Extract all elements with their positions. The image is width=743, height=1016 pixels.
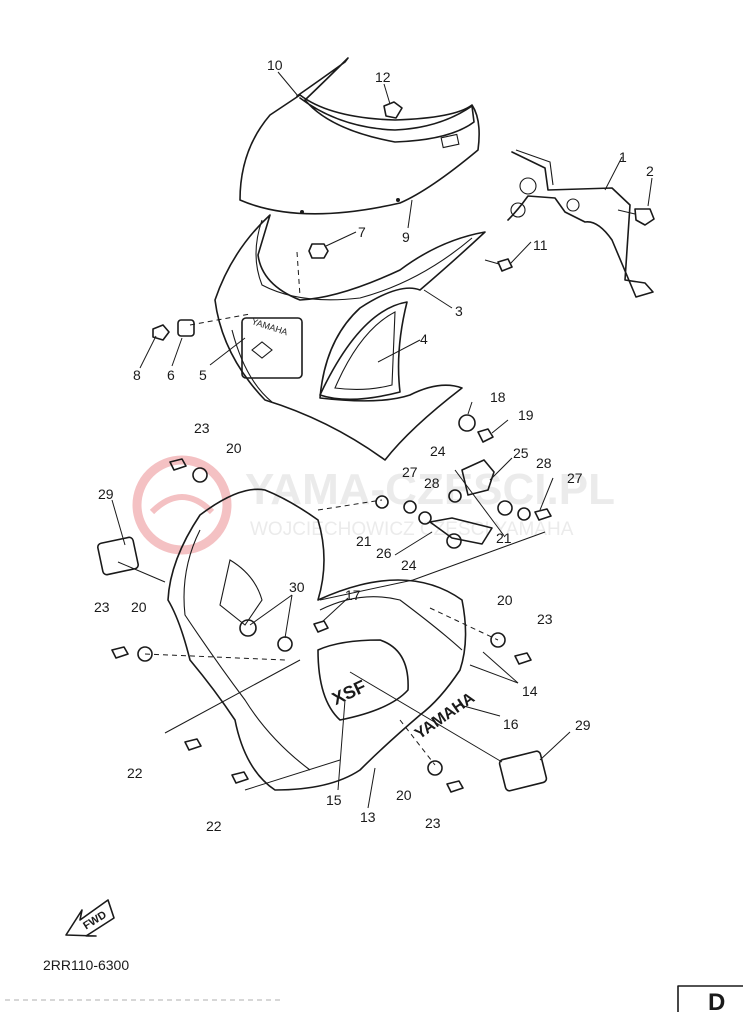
bolt-part-2 — [617, 208, 655, 226]
callout: 18 — [490, 389, 506, 405]
callout: 7 — [358, 224, 366, 240]
callout: 1 — [619, 149, 627, 165]
callout: 24 — [430, 443, 446, 459]
callout: 12 — [375, 69, 391, 85]
callout: 23 — [194, 420, 210, 436]
callout: 22 — [127, 765, 143, 781]
callout: 19 — [518, 407, 534, 423]
callout: 20 — [396, 787, 412, 803]
callout: 15 — [326, 792, 342, 808]
decal-text-lower: YAMAHA — [412, 689, 478, 743]
callout: 17 — [345, 587, 361, 603]
callout: 30 — [289, 579, 305, 595]
windscreen-part-9 — [239, 94, 480, 215]
fwd-arrow-icon: FWD — [65, 899, 115, 937]
reflector-part-29-left — [97, 536, 139, 576]
callout: 6 — [167, 367, 175, 383]
callout: 14 — [522, 683, 538, 699]
drawing-code: 2RR110-6300 — [43, 957, 129, 973]
callout: 21 — [496, 530, 512, 546]
callout: 8 — [133, 367, 141, 383]
bolt-part-12 — [383, 101, 403, 119]
bolt-part-8 — [152, 324, 170, 341]
watermark: YAMA-CZESCI.PL WOJCIECHOWICZ CZESCI YAMA… — [132, 455, 615, 555]
lower-cowling-part-13 — [167, 488, 467, 791]
leader-lines — [111, 71, 653, 809]
upper-cowling-part-3 — [214, 214, 486, 461]
mount-stay-part-1 — [507, 149, 654, 298]
callout: 20 — [131, 599, 147, 615]
callout: 5 — [199, 367, 207, 383]
callout: 4 — [420, 331, 428, 347]
callout: 9 — [402, 229, 410, 245]
callout: 25 — [513, 445, 529, 461]
callout: 26 — [376, 545, 392, 561]
callout: 20 — [226, 440, 242, 456]
screw-part-11 — [484, 258, 513, 272]
air-duct-part-4 — [319, 301, 408, 401]
watermark-sub: WOJCIECHOWICZ CZESCI YAMAHA — [250, 519, 574, 540]
callout: 28 — [536, 455, 552, 471]
assembly-lines — [144, 251, 499, 766]
damper-part-6 — [177, 319, 195, 337]
callout: 27 — [402, 464, 418, 480]
bracket-part-25 — [461, 459, 495, 496]
callout: 29 — [98, 486, 114, 502]
screw-part-19 — [477, 428, 494, 443]
callout: 23 — [537, 611, 553, 627]
hardware-lower — [111, 458, 552, 793]
fwd-label: FWD — [81, 909, 109, 932]
callout: 3 — [455, 303, 463, 319]
callout: 29 — [575, 717, 591, 733]
watermark-main: YAMA-CZESCI.PL — [245, 465, 615, 514]
corner-mark: D — [708, 989, 725, 1012]
callout: 2 — [646, 163, 654, 179]
model-text: XSF — [329, 676, 369, 709]
reflector-part-29-right — [498, 750, 548, 792]
windscreen-trim-part-10 — [296, 57, 475, 143]
callout: 10 — [267, 57, 283, 73]
corner-box: D — [677, 985, 743, 1016]
callout: 11 — [533, 237, 548, 253]
emblem-part-14: YAMAHA — [412, 689, 478, 743]
callout: 20 — [497, 592, 513, 608]
callout: 23 — [425, 815, 441, 831]
grommet-part-18 — [458, 414, 476, 432]
callout: 16 — [503, 716, 519, 732]
callout: 22 — [206, 818, 222, 834]
bracket-part-26 — [429, 517, 493, 545]
callout: 28 — [424, 475, 440, 491]
callout: 21 — [356, 533, 372, 549]
callout-numbers: 1 2 3 4 5 6 7 8 9 10 11 12 13 14 15 16 1… — [94, 57, 654, 834]
decal-text-upper: YAMAHA — [250, 316, 289, 337]
callout: 23 — [94, 599, 110, 615]
emblem-part-5: YAMAHA — [241, 316, 303, 379]
callout: 27 — [567, 470, 583, 486]
callout: 13 — [360, 809, 376, 825]
callout: 24 — [401, 557, 417, 573]
grommet-part-7 — [308, 243, 329, 259]
